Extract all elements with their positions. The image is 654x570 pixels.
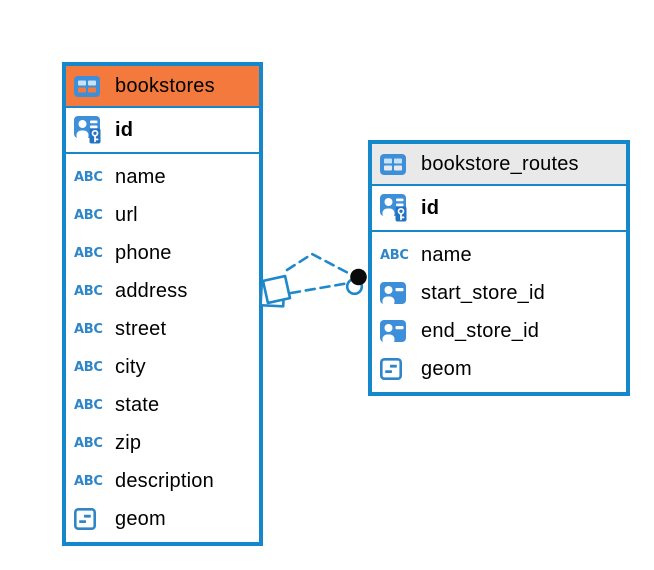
field-label: description <box>115 469 214 492</box>
field-label: url <box>115 203 138 226</box>
field-label: end_store_id <box>421 319 540 342</box>
primary-key-icon <box>380 194 410 222</box>
field-row-phone[interactable]: ABC phone <box>66 234 259 272</box>
table-header-bookstores[interactable]: bookstores <box>66 66 259 106</box>
text-type-icon: ABC <box>74 397 103 413</box>
field-row-geom[interactable]: geom <box>372 350 626 388</box>
field-row-description[interactable]: ABC description <box>66 462 259 500</box>
text-type-icon: ABC <box>380 247 409 263</box>
field-label: city <box>115 355 146 378</box>
primary-key-icon <box>74 116 104 144</box>
reference-type-icon <box>380 282 410 304</box>
field-label: zip <box>115 431 142 454</box>
table-header-bookstore-routes[interactable]: bookstore_routes <box>372 144 626 184</box>
relation-target-marker-circles[interactable] <box>345 268 367 296</box>
field-label: geom <box>421 357 472 380</box>
field-row-geom[interactable]: geom <box>66 500 259 538</box>
geometry-type-icon <box>380 358 410 380</box>
field-row-zip[interactable]: ABC zip <box>66 424 259 462</box>
field-label: address <box>115 279 188 302</box>
field-row-id[interactable]: id <box>372 184 626 232</box>
table-icon <box>380 154 410 175</box>
field-label: start_store_id <box>421 281 545 304</box>
field-label: id <box>421 196 440 219</box>
table-title: bookstores <box>115 74 215 97</box>
table-title: bookstore_routes <box>421 152 579 175</box>
text-type-icon: ABC <box>74 245 103 261</box>
text-type-icon: ABC <box>74 359 103 375</box>
geometry-type-icon <box>74 508 104 530</box>
field-row-state[interactable]: ABC state <box>66 386 259 424</box>
field-label: id <box>115 118 134 141</box>
text-type-icon: ABC <box>74 321 103 337</box>
relation-line-lower[interactable] <box>289 281 351 295</box>
field-label: state <box>115 393 160 416</box>
field-row-street[interactable]: ABC street <box>66 310 259 348</box>
field-row-id[interactable]: id <box>66 106 259 154</box>
relation-bookstores-to-routes[interactable] <box>259 252 367 308</box>
field-row-url[interactable]: ABC url <box>66 196 259 234</box>
text-type-icon: ABC <box>74 435 103 451</box>
field-row-name[interactable]: ABC name <box>372 236 626 274</box>
field-label: name <box>421 243 472 266</box>
field-list: ABC name start_store_id end_store_id geo… <box>372 232 626 392</box>
field-row-start-store-id[interactable]: start_store_id <box>372 274 626 312</box>
text-type-icon: ABC <box>74 207 103 223</box>
field-row-end-store-id[interactable]: end_store_id <box>372 312 626 350</box>
text-type-icon: ABC <box>74 283 103 299</box>
relation-source-marker-squares[interactable] <box>259 274 292 308</box>
field-label: name <box>115 165 166 188</box>
field-row-address[interactable]: ABC address <box>66 272 259 310</box>
field-row-name[interactable]: ABC name <box>66 158 259 196</box>
reference-type-icon <box>380 320 410 342</box>
table-bookstores[interactable]: bookstores id ABC name ABC url ABC phone… <box>62 62 263 546</box>
field-list: ABC name ABC url ABC phone ABC address A… <box>66 154 259 542</box>
table-icon <box>74 76 104 97</box>
table-bookstore-routes[interactable]: bookstore_routes id ABC name start_store… <box>368 140 630 396</box>
field-label: geom <box>115 507 166 530</box>
field-row-city[interactable]: ABC city <box>66 348 259 386</box>
text-type-icon: ABC <box>74 169 103 185</box>
field-label: street <box>115 317 167 340</box>
text-type-icon: ABC <box>74 473 103 489</box>
field-label: phone <box>115 241 172 264</box>
relation-line-upper[interactable] <box>285 252 354 277</box>
